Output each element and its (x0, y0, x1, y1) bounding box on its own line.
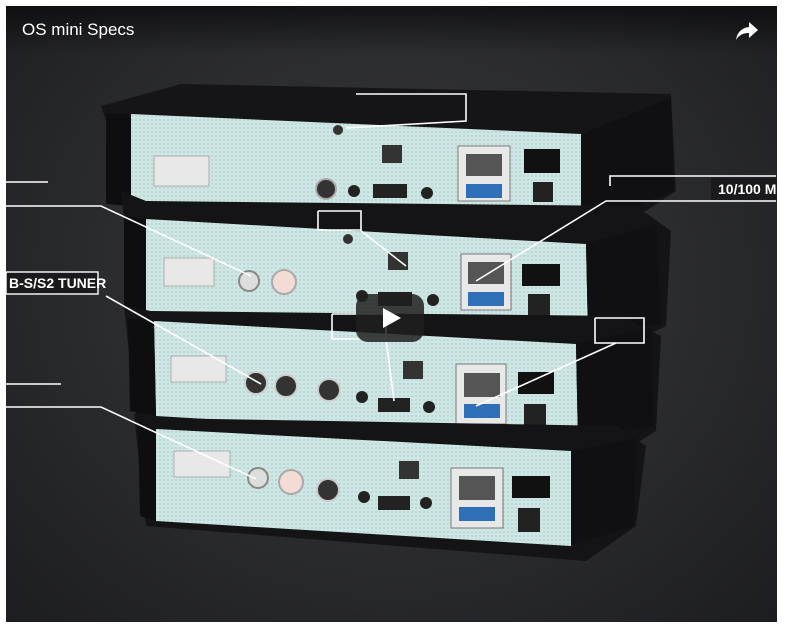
video-top-bar: OS mini Specs (6, 6, 777, 54)
callout-label-tuner: B-S/S2 TUNER (9, 275, 106, 291)
callout-label-right-group: 10/100 M (711, 178, 777, 200)
play-icon[interactable] (356, 294, 424, 342)
callout-label-tuner-group: B-S/S2 TUNER (6, 271, 106, 295)
receiver-box-1 (101, 84, 676, 228)
receiver-box-3 (124, 306, 661, 456)
receiver-box-2 (121, 191, 671, 346)
share-arrow-icon[interactable] (735, 20, 759, 42)
callout-label-right: 10/100 M (718, 181, 776, 197)
device-stack-illustration: 10/100 M B-S/S2 TUNER (6, 84, 777, 561)
video-title[interactable]: OS mini Specs (22, 20, 135, 39)
callout-lines (6, 93, 776, 480)
video-player[interactable]: OS mini Specs (6, 6, 777, 622)
receiver-box-4 (134, 414, 646, 561)
